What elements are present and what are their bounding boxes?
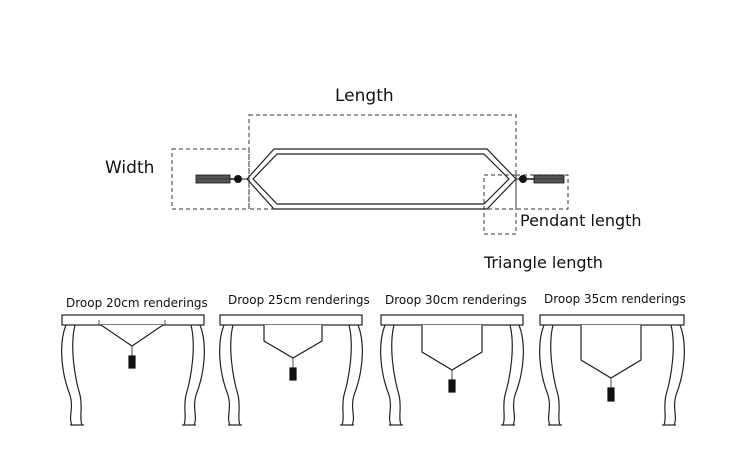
table-rendering-20 <box>61 314 205 426</box>
rendering-caption-30: Droop 30cm renderings <box>385 293 527 307</box>
rendering-caption-25: Droop 25cm renderings <box>228 293 370 307</box>
runner-inner-outline <box>252 153 510 205</box>
runner-outer-outline <box>246 148 517 210</box>
length-dashed-box <box>248 114 517 210</box>
table-rendering-25 <box>219 314 363 426</box>
pendant-length-label: Pendant length <box>520 211 642 230</box>
width-label: Width <box>105 158 155 178</box>
rendering-caption-35: Droop 35cm renderings <box>544 292 686 306</box>
rendering-caption-20: Droop 20cm renderings <box>66 296 208 310</box>
right-tassel-icon <box>516 174 565 184</box>
triangle-dashed-box <box>483 174 517 235</box>
table-rendering-30 <box>380 314 524 426</box>
triangle-length-label: Triangle length <box>484 253 603 272</box>
width-dashed-box <box>171 148 250 210</box>
left-tassel-icon <box>195 174 247 184</box>
table-rendering-35 <box>539 314 685 426</box>
length-label: Length <box>335 86 394 106</box>
